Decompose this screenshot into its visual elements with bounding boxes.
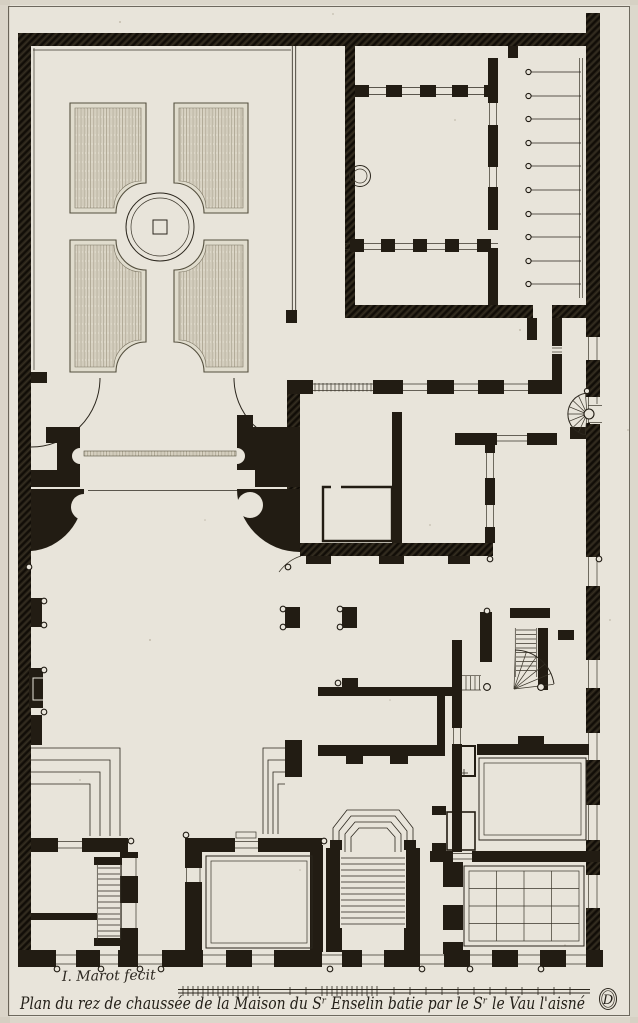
grand-staircase [326, 809, 420, 952]
plate-mark: D [599, 988, 617, 1010]
waisted-passage [25, 372, 301, 571]
lower-block [31, 607, 600, 954]
stair-hall [455, 607, 574, 691]
anchor-rings [53, 965, 545, 973]
salon [477, 736, 589, 841]
stable-stalls [525, 68, 581, 288]
paper-specks [59, 13, 629, 946]
well [349, 165, 371, 187]
service-stair [94, 857, 122, 946]
plate-frame [8, 6, 630, 1016]
paved-vestibule [430, 851, 600, 954]
spiral-stair [567, 387, 602, 436]
plate-mark-letter: D [602, 993, 614, 1008]
garden-parterre [33, 46, 297, 373]
outer-walls [18, 13, 603, 973]
courtyard [29, 597, 357, 836]
bottom-wall-piers [18, 950, 603, 967]
parterre-beds [69, 102, 249, 373]
service-stair-room [31, 837, 138, 952]
scale-bar [178, 986, 590, 996]
small-chamber [453, 745, 476, 777]
plate-caption: Plan du rez de chaussée de la Maison du … [19, 994, 585, 1013]
alcove-room [321, 485, 394, 543]
left-wall-pilasters [29, 598, 43, 745]
engraver-signature: I. Marot fecit [61, 967, 156, 985]
stable [345, 45, 588, 394]
garden-boundary-wall [286, 46, 297, 323]
balustrade-ticks [314, 383, 372, 392]
middle-room [182, 831, 328, 952]
stepped-ramps [31, 747, 285, 836]
central-basin [125, 192, 195, 262]
